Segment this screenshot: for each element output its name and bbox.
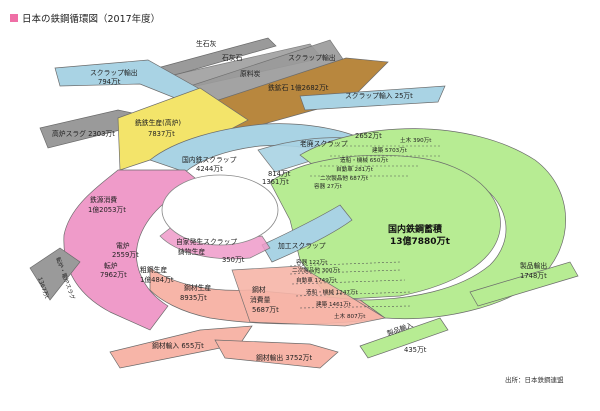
label-home-scrap: 自家発生スクラップ xyxy=(176,237,237,246)
label-domestic-scrap-value: 4244万t xyxy=(196,165,223,173)
label-eaf-name: 電炉 xyxy=(116,241,130,250)
label-b-machinery: 造船・機械 1247万t xyxy=(306,288,359,296)
steel-import-band xyxy=(109,325,253,369)
label-eaf-value: 2559万t xyxy=(112,251,139,259)
label-scrap-export-value: 794万t xyxy=(98,78,121,86)
label-old-scrap-name: 老廃スクラップ xyxy=(300,139,348,148)
label-scrap-export-name: スクラップ輸出 xyxy=(90,68,138,77)
label-old-scrap-value: 2652万t xyxy=(355,132,382,140)
label-iron-consumption-value: 1億2053万t xyxy=(88,205,126,214)
source-credit: 出所：日本鉄鋼連盟 xyxy=(505,375,564,384)
diagram-title: 日本の鉄鋼循環図（2017年度） xyxy=(22,13,160,25)
label-pig-iron-name: 銑鉄生産(高炉) xyxy=(135,118,181,127)
label-814: 814万t xyxy=(268,170,291,178)
label-iron-ore: 鉄鉱石 1億2682万t xyxy=(268,83,329,92)
label-1361: 1361万t xyxy=(262,178,289,186)
steel-consumption-band xyxy=(231,265,386,327)
label-b-civil: 土木 807万t xyxy=(334,312,366,320)
dash-8 xyxy=(295,291,411,297)
label-steel-prod-value: 8935万t xyxy=(180,294,207,302)
label-limestone2: 石灰石 xyxy=(222,53,243,62)
stock-area-inner xyxy=(269,154,501,301)
label-converter-name: 転炉 xyxy=(104,261,118,270)
label-steel-import: 鋼材輸入 655万t xyxy=(152,341,204,350)
label-crude-name: 粗鋼生産 xyxy=(140,265,167,274)
label-steel-cons-value: 5687万t xyxy=(252,306,279,314)
product-export-band xyxy=(469,261,579,307)
label-slag: 高炉スラグ 2303万t xyxy=(52,129,115,138)
label-other-top: 容器 27万t xyxy=(314,182,343,190)
center-hole xyxy=(161,174,279,246)
label-scrap-import: スクラップ輸入 25万t xyxy=(345,91,413,100)
slag2-band xyxy=(29,247,81,301)
label-crude-value: 1億484万t xyxy=(140,275,174,284)
label-steel-export: 鋼材輸出 3752万t xyxy=(256,353,312,362)
label-b-secondary: 二次製品他 300万t xyxy=(292,266,341,274)
label-machinery-top: 造船・機械 650万t xyxy=(340,156,389,164)
label-building-top: 建築 5703万t xyxy=(372,146,408,154)
label-steel-cons-name: 鋼材 xyxy=(252,285,266,294)
scrap-import-band xyxy=(299,85,446,111)
label-processing-scrap: 加工スクラップ xyxy=(278,241,326,250)
label-limestone: 生石灰 xyxy=(196,39,217,48)
label-coal: 原料炭 xyxy=(240,69,261,78)
label-auto-top: 自動車 281万t xyxy=(336,165,374,173)
label-pig-iron-value: 7837万t xyxy=(148,130,175,138)
label-product-import-value: 435万t xyxy=(404,346,427,354)
title-marker xyxy=(10,14,18,22)
label-iron-consumption-name: 鉄源消費 xyxy=(90,195,117,204)
label-b-container: 容器 122万t xyxy=(296,258,328,266)
label-home-scrap-sub: 鋳物生産 xyxy=(178,247,205,256)
label-secondary-top: 二次製品他 687万t xyxy=(320,174,369,182)
label-home-scrap-value: 350万t xyxy=(222,256,245,264)
label-b-auto: 自動車 1749万t xyxy=(296,276,337,284)
label-steel-prod-name: 鋼材生産 xyxy=(184,283,211,292)
label-stock-name: 国内鉄鋼蓄積 xyxy=(388,223,443,235)
label-b-building: 建築 1461万t xyxy=(316,300,352,308)
steel-export-band xyxy=(214,339,339,369)
label-stock-value: 13億7880万t xyxy=(390,235,451,247)
label-scrap-export-top: スクラップ輸出 xyxy=(288,53,336,62)
label-domestic-scrap-name: 国内鉄スクラップ xyxy=(182,155,237,164)
processing-scrap-band xyxy=(261,204,353,263)
label-converter-value: 7962万t xyxy=(100,271,127,279)
iron-consumption-ring xyxy=(63,169,201,331)
label-product-export-name: 製品輸出 xyxy=(520,261,547,270)
dash-7 xyxy=(291,279,406,285)
label-steel-cons-name2: 消費量 xyxy=(250,295,271,304)
label-civil-top: 土木 390万t xyxy=(400,136,432,144)
label-product-export-value: 1748万t xyxy=(520,272,547,280)
product-import-band xyxy=(359,317,449,359)
